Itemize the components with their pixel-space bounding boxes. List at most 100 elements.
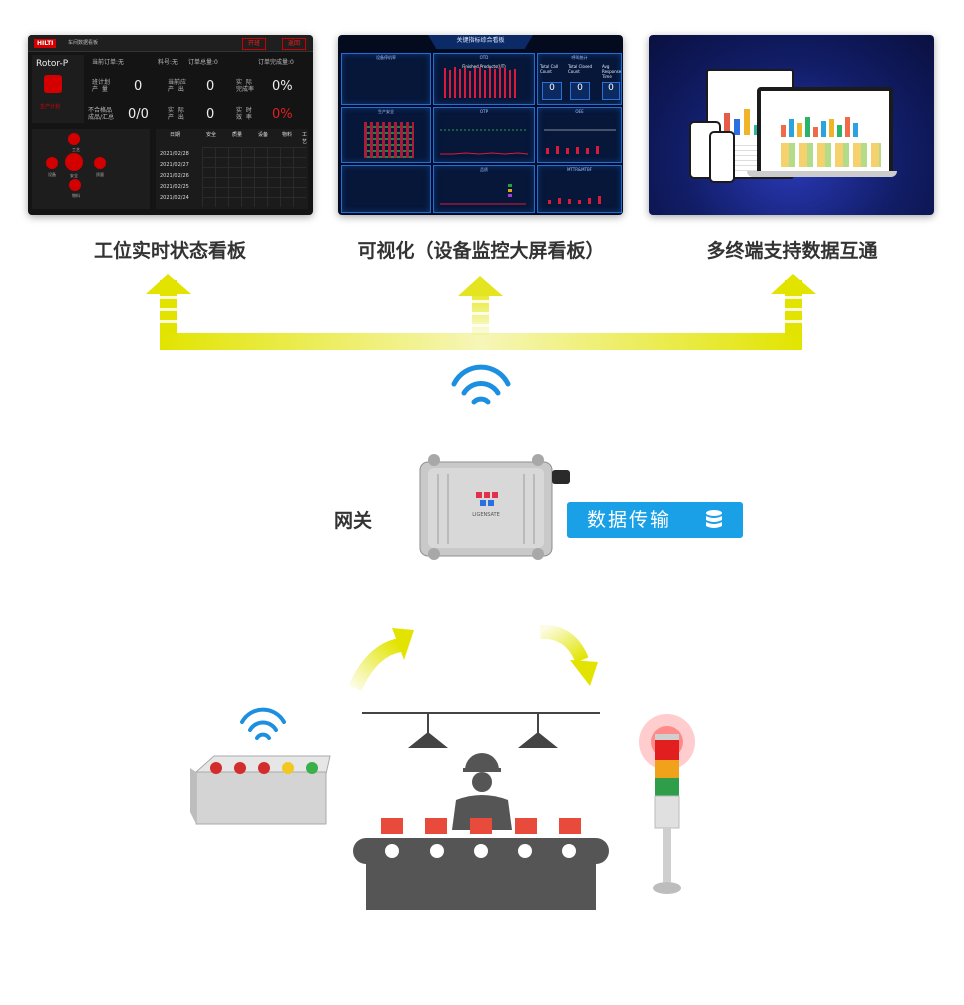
laptop-chart	[781, 113, 881, 137]
otd-bar	[469, 71, 471, 98]
data-transfer-button[interactable]: 数据传输	[567, 502, 743, 538]
table-header-0: 日期	[170, 132, 181, 138]
production-plan-label: 生产计划	[40, 104, 61, 110]
laptop-screen	[757, 87, 893, 177]
stat-value-1: 0	[206, 79, 215, 94]
dial-label-right: 质量	[96, 172, 104, 177]
oee-chart	[544, 129, 616, 154]
gateway-wifi-icon	[451, 364, 511, 405]
multi-terminal-screenshot	[649, 35, 934, 215]
stat-value-5: 0%	[272, 107, 293, 122]
quality-chart	[440, 184, 526, 205]
dial-label-center: 安全	[70, 173, 78, 178]
hilti-logo: HILTI	[34, 39, 57, 48]
otd-bar	[504, 68, 506, 98]
stat-value-4: 0	[206, 107, 215, 122]
table-header-5: 工艺	[302, 132, 308, 145]
box-otd: OTD Finished Products(UT)	[433, 53, 535, 105]
andon-signal-tower	[639, 714, 695, 894]
box-call-stats: 呼叫统计 Total Call Count Total Closed Count…	[537, 53, 622, 105]
equipment-monitor-bigscreen-screenshot: 关键指标综合看板 设备停机率 OTD Finished Products(UT)…	[338, 35, 623, 215]
distribution-bar	[160, 333, 802, 350]
otd-bar	[479, 67, 481, 98]
riser-stripes	[160, 296, 802, 327]
gateway-label: 网关	[334, 510, 373, 532]
box-title: 呼叫统计	[571, 55, 588, 60]
caption-multi-terminal: 多终端支持数据互通	[706, 240, 878, 262]
box-mttr-mtbf: MTTR&MTBF	[537, 165, 622, 213]
otd-bar	[449, 70, 451, 98]
button-box-device	[190, 755, 331, 825]
laptop-gantt	[781, 143, 881, 167]
station-name: Rotor-P	[36, 59, 69, 69]
stat-label-1: 当前应 产 出	[168, 79, 187, 93]
box-blank	[341, 165, 431, 213]
laptop-base	[747, 171, 897, 177]
dial-label-left: 设备	[48, 172, 56, 177]
wrench-icon[interactable]	[46, 157, 58, 169]
stat-value-0: 0	[134, 79, 143, 94]
arrow-up-left	[146, 274, 191, 294]
bigscreen-title: 关键指标综合看板	[428, 35, 533, 49]
back-button[interactable]: 返回	[282, 38, 307, 50]
curve-arrow-down-shaft	[539, 624, 589, 663]
curve-arrow-up-shaft	[348, 638, 402, 691]
caption-bigscreen: 可视化（设备监控大屏看板）	[357, 240, 605, 262]
otd-bar	[464, 68, 466, 98]
data-transfer-label: 数据传输	[587, 509, 672, 531]
dial-label-top: 工艺	[72, 147, 80, 152]
table-row: 2021/02/26	[160, 173, 189, 179]
order-total: 订单总量:0	[188, 59, 218, 66]
current-order: 当前订单:无	[92, 59, 125, 66]
issue-history-table: 日期 安全 质量 设备 物料 工艺 2021/02/28 2021/02/27 …	[156, 129, 308, 209]
assembly-workstation	[353, 712, 609, 910]
otp-line-chart	[440, 129, 529, 155]
box-title: 设备停机率	[376, 55, 396, 60]
stat-label-0: 班计划 产 量	[92, 79, 111, 93]
kpi-value: 0	[542, 82, 562, 100]
stat-value-2: 0%	[272, 79, 293, 94]
otd-bar	[514, 69, 516, 98]
gateway-brand: LIGENSATE	[472, 512, 500, 518]
stat-label-3: 不合格品 成品/汇总	[88, 107, 115, 121]
order-done: 订单完成量:0	[258, 59, 294, 66]
stat-value-3: 0/0	[128, 107, 149, 122]
curve-arrow-down-head	[570, 660, 598, 686]
otd-bar	[509, 70, 511, 98]
stat-label-5: 实 时 效 率	[236, 107, 252, 121]
otd-subtitle: Finished Products(UT)	[462, 64, 506, 69]
curve-arrow-up-head	[392, 628, 414, 660]
table-header-2: 质量	[232, 132, 243, 138]
quality-q-icon[interactable]	[94, 157, 106, 169]
safety-cross-icon[interactable]	[65, 153, 83, 171]
start-shift-button[interactable]: 开班	[242, 38, 267, 50]
otd-bar	[444, 68, 446, 98]
box-title: OTD	[479, 55, 489, 60]
kpi-value: 0	[570, 82, 590, 100]
stat-label-4: 实 际 产 出	[168, 107, 184, 121]
material-icon[interactable]	[69, 179, 81, 191]
box-oee: OEE	[537, 107, 622, 163]
otd-bar	[499, 67, 501, 98]
kpi-label: Total Call Count	[540, 64, 559, 74]
mttr-chart	[548, 196, 601, 204]
box-title: MTTR&MTBF	[566, 167, 593, 172]
category-dial: 工艺 设备 安全 质量 物料	[32, 129, 150, 209]
phone-front	[709, 131, 735, 183]
kpi-value: 0	[602, 82, 620, 100]
gateway-device: LIGENSATE	[419, 454, 570, 560]
table-grid	[202, 147, 306, 207]
process-icon[interactable]	[68, 133, 80, 145]
table-row: 2021/02/25	[160, 184, 189, 190]
board-topbar: HILTI 车间数据看板 开班 返回	[28, 35, 313, 52]
safety-calendar-grid	[364, 122, 414, 158]
box-otp: OTP	[433, 107, 535, 163]
otd-bar	[489, 68, 491, 98]
otd-bar	[484, 70, 486, 98]
box-title: OEE	[575, 109, 584, 114]
stat-label-2: 实 际 完成率	[236, 79, 255, 93]
buttonbox-wifi-icon	[240, 707, 286, 740]
kpi-label: Total Closed Count	[568, 64, 593, 74]
table-header-3: 设备	[258, 132, 269, 138]
table-row: 2021/02/24	[160, 195, 189, 201]
